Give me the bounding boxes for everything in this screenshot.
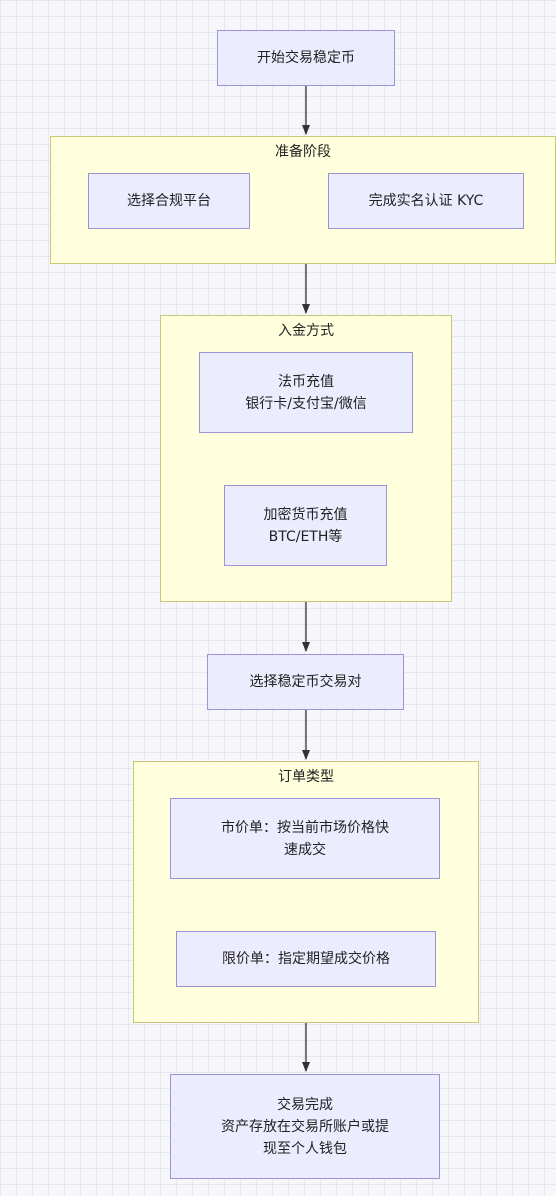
done-node-line3: 现至个人钱包 (263, 1140, 347, 1157)
limit-order-label: 限价单：指定期望成交价格 (222, 951, 390, 967)
fiat-node-line2: 银行卡/支付宝/微信 (245, 395, 367, 412)
funding-cluster-title: 入金方式 (278, 323, 334, 339)
market-order-node: 市价单：按当前市场价格快 速成交 (170, 798, 440, 879)
limit-order-node: 限价单：指定期望成交价格 (176, 931, 436, 987)
market-order-line1: 市价单：按当前市场价格快 (221, 819, 389, 836)
platform-node: 选择合规平台 (88, 173, 250, 229)
kyc-node: 完成实名认证 KYC (328, 173, 524, 229)
crypto-node-line1: 加密货币充值 (263, 506, 348, 523)
start-node: 开始交易稳定币 (217, 30, 395, 86)
orders-cluster-title: 订单类型 (278, 769, 334, 785)
start-node-label: 开始交易稳定币 (257, 50, 355, 66)
crypto-node: 加密货币充值 BTC/ETH等 (224, 485, 387, 566)
fiat-node-line1: 法币充值 (278, 373, 334, 390)
prep-cluster-title: 准备阶段 (275, 144, 331, 160)
done-node-line1: 交易完成 (277, 1096, 333, 1113)
fiat-node: 法币充值 银行卡/支付宝/微信 (199, 352, 413, 433)
market-order-line2: 速成交 (284, 841, 326, 858)
platform-node-label: 选择合规平台 (127, 193, 211, 209)
kyc-node-label: 完成实名认证 KYC (368, 193, 484, 209)
pair-node: 选择稳定币交易对 (207, 654, 404, 710)
pair-node-label: 选择稳定币交易对 (249, 674, 362, 690)
done-node: 交易完成 资产存放在交易所账户或提 现至个人钱包 (170, 1074, 440, 1179)
done-node-line2: 资产存放在交易所账户或提 (221, 1118, 389, 1135)
crypto-node-line2: BTC/ETH等 (268, 528, 343, 545)
